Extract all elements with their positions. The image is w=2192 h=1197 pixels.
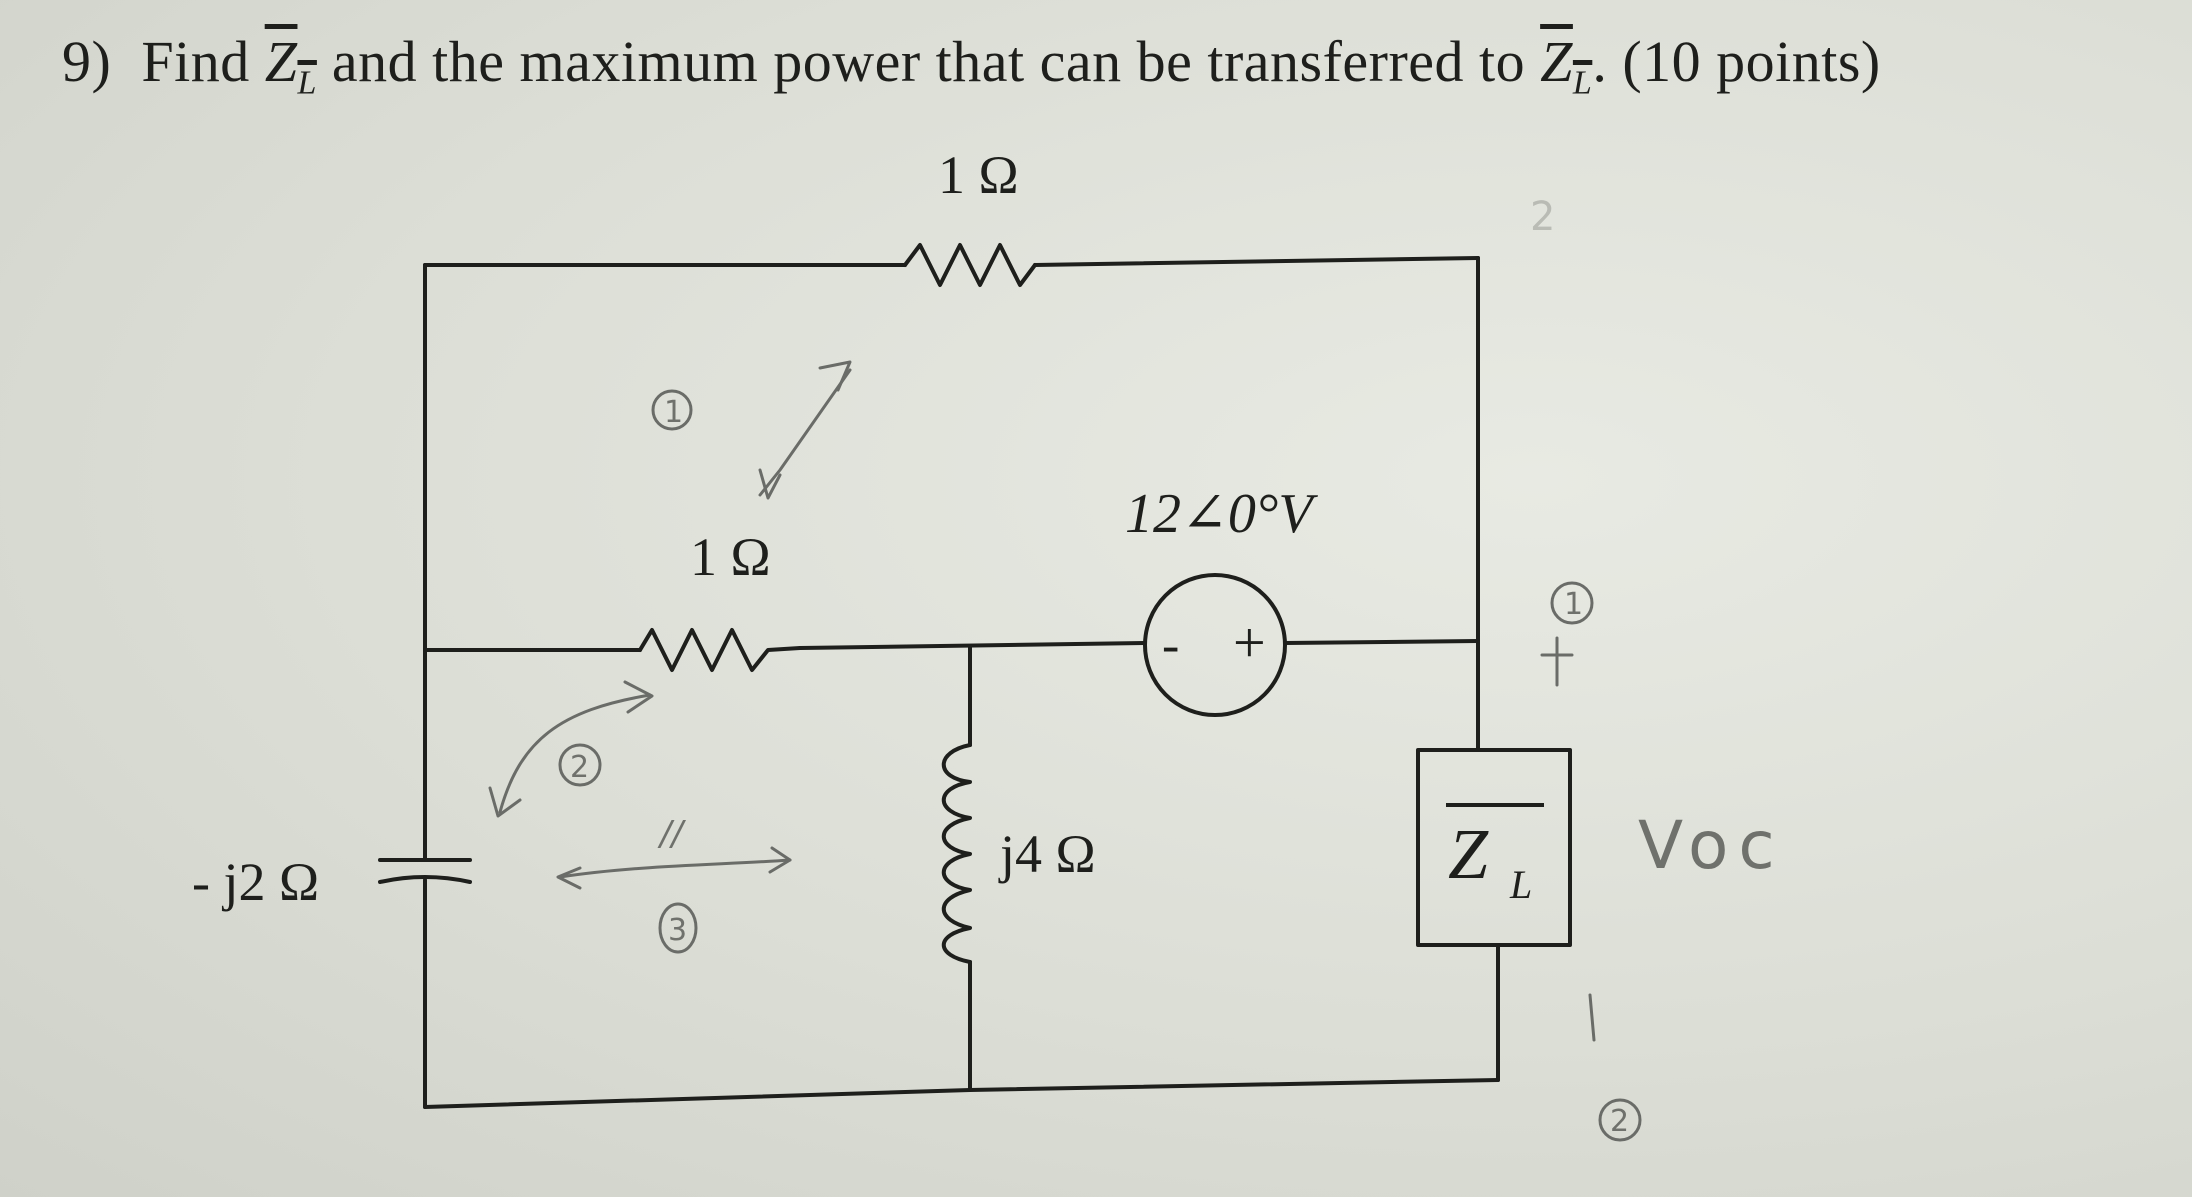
loop2-arrowhead-top-icon [623, 680, 654, 714]
node2-label: 2 [1610, 1104, 1629, 1139]
node1-circle-icon [1550, 581, 1594, 625]
parallel-mark: // [657, 814, 686, 854]
loop3-arrow-icon [558, 858, 792, 879]
loop1-arrowhead-icon [818, 360, 852, 392]
loop3-arrowhead-left-icon [556, 866, 582, 890]
question-find: Find [141, 29, 250, 94]
source-label: 12∠0°V [1125, 483, 1318, 545]
loop1-check-icon [758, 468, 782, 500]
loop1-label: 1 [664, 395, 683, 430]
middle-wire-right [1283, 639, 1480, 645]
top-resistor-icon [903, 243, 1037, 287]
top-resistor-label: 1 Ω [938, 145, 1019, 205]
load-sub: L [1509, 862, 1532, 907]
bottom-wire [423, 1078, 1500, 1109]
top-right-mark: 2 [1530, 194, 1555, 240]
loop1-arrow-icon [758, 368, 852, 497]
zl-symbol: ZL [264, 29, 317, 102]
loop3-circle-icon [658, 902, 698, 954]
source-plus: + [1233, 610, 1266, 675]
zl-symbol-2: ZL [1540, 29, 1593, 102]
voltage-source-icon [1143, 573, 1287, 717]
question-number: 9) [62, 29, 112, 94]
load-box [1416, 748, 1572, 947]
inductor-label: j4 Ω [998, 824, 1096, 884]
loop2-arc-icon [498, 693, 652, 814]
middle-resistor-icon [638, 628, 802, 672]
source-minus: - [1162, 617, 1179, 674]
loop2-label: 2 [570, 750, 589, 785]
question-text: 9) Find ZL and the maximum power that ca… [62, 28, 1881, 103]
plus-mark-icon [1540, 636, 1574, 687]
loop3-arrowhead-right-icon [768, 846, 792, 874]
middle-wire-center [798, 641, 1147, 650]
handwritten-annotations [488, 360, 1642, 1142]
node1-label: 1 [1564, 587, 1583, 622]
capacitor-plate-bottom [378, 875, 472, 884]
middle-resistor-label: 1 Ω [690, 527, 771, 587]
top-wire-right [1033, 256, 1480, 267]
question-middle: and the maximum power that can be transf… [331, 29, 1526, 94]
capacitor-label: - j2 Ω [192, 852, 319, 912]
voc-label: Voc [1638, 807, 1785, 884]
loop2-arrowhead-bottom-icon [488, 786, 522, 818]
inductor-icon [941, 743, 972, 964]
loop3-label: 3 [668, 913, 687, 948]
question-points: . (10 points) [1592, 29, 1881, 94]
loop1-circle-icon [651, 389, 693, 431]
loop2-circle-icon [558, 743, 602, 787]
minus-mark-icon [1588, 993, 1596, 1042]
load-symbol: Z [1448, 814, 1489, 894]
node2-circle-icon [1598, 1098, 1642, 1142]
